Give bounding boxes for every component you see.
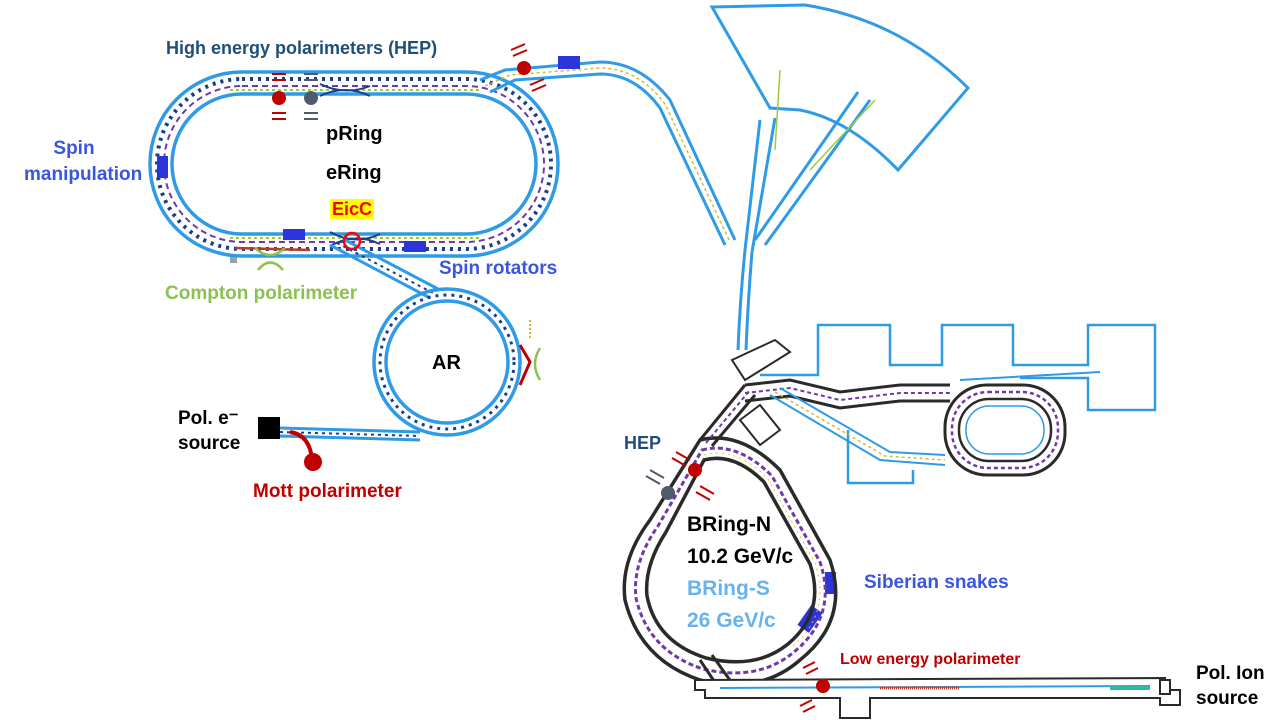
compton-polarimeter-device: [230, 246, 311, 271]
pring-label: pRing: [326, 123, 383, 145]
bottom-crossing: [329, 231, 381, 247]
spin-manipulation-magnet: [157, 156, 168, 178]
mott-polarimeter-marker: [304, 453, 322, 471]
spin-rotator-right: [404, 241, 426, 252]
hep-lower-gray-dot: [661, 486, 675, 500]
siberian-snakes-label: Siberian snakes: [864, 572, 1009, 593]
ar-side-polarimeter: [518, 320, 542, 386]
hep-lower-markers: [645, 451, 715, 501]
spin-manipulation-label: Spin manipulation: [24, 138, 142, 186]
hep-lower-label: HEP: [624, 433, 662, 453]
low-energy-polarimeter-markers: [799, 661, 830, 713]
transfer-line-magnet: [558, 56, 580, 69]
bring-hall-link: [698, 384, 757, 447]
top-crossing: [319, 83, 371, 97]
pol-e-line2: source: [178, 432, 241, 454]
pol-ion-line1: Pol. Ion: [1196, 663, 1265, 684]
ar-ring: [372, 287, 522, 437]
racetrack-outer-line: [148, 70, 560, 258]
low-energy-polarimeter-label: Low energy polarimeter: [840, 651, 1021, 668]
hep-top-label: High energy polarimeters (HEP): [166, 38, 438, 58]
mott-polarimeter-label: Mott polarimeter: [253, 481, 402, 502]
hep-transfer-red-dot: [517, 61, 531, 75]
spin-manipulation-line1: Spin: [53, 138, 95, 159]
hep-top-markers: [272, 43, 547, 120]
pol-ion-source-label: Pol. Ion source: [1196, 663, 1265, 710]
eicc-label: EicC: [330, 199, 375, 220]
eicc-interaction-point: [342, 231, 362, 251]
spin-rotator-left: [283, 229, 305, 240]
hep-top-gray-dot: [304, 91, 318, 105]
low-energy-red-dot: [816, 679, 830, 693]
hall-transfer-lines: [730, 338, 1101, 466]
bring-s-energy-label: 26 GeV/c: [687, 609, 776, 632]
racetrack-to-ar-line: [329, 238, 441, 300]
hep-top-red-dot: [272, 91, 286, 105]
electron-source-block: [258, 417, 280, 439]
pol-e-line1: Pol. e⁻: [178, 408, 239, 429]
eicc-label-text: EicC: [330, 199, 375, 219]
ering-label: eRing: [326, 162, 382, 184]
bring-s-label: BRing-S: [687, 577, 770, 600]
hep-lower-red-dot: [688, 463, 702, 477]
ar-label: AR: [432, 352, 461, 374]
bring-n-energy-label: 10.2 GeV/c: [687, 545, 794, 568]
small-ring: [943, 383, 1067, 477]
experimental-hall: [709, 3, 971, 351]
compton-polarimeter-label: Compton polarimeter: [165, 283, 358, 304]
spin-rotators-label: Spin rotators: [439, 258, 558, 279]
transfer-line-to-hall: [479, 60, 737, 246]
siberian-snake-upper: [825, 572, 836, 594]
pol-ion-line2: source: [1196, 687, 1259, 709]
pol-e-source-label: Pol. e⁻ source: [178, 408, 240, 455]
spin-manipulation-line2: manipulation: [24, 163, 143, 185]
bring-n-label: BRing-N: [687, 513, 771, 536]
booster-hall-outline: [760, 323, 1157, 485]
ion-injection-line: [694, 654, 1181, 719]
